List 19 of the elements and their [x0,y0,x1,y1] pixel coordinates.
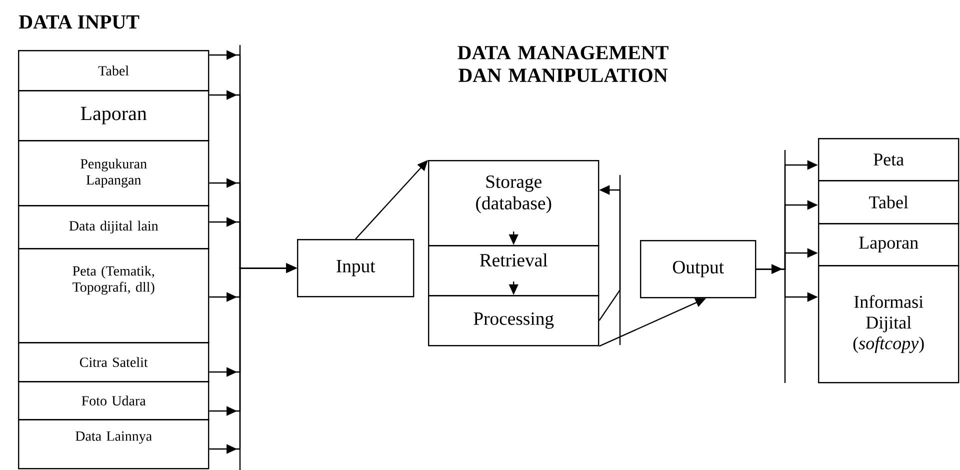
output-box: Informasi Dijital (softcopy) [818,265,960,384]
output-box: Tabel [818,180,960,224]
process-box: Output [640,240,756,298]
input-box: Laporan [18,90,210,142]
heading: DATA MANAGEMENT DAN MANIPULATION [458,46,668,82]
input-box: Foto Udara [18,381,210,420]
input-box: Citra Satelit [18,342,210,382]
process-box: Storage (database) [428,160,600,246]
process-box: Processing [428,294,600,346]
process-box: Input [297,239,414,298]
output-box: Laporan [818,223,960,266]
heading: DATA INPUT [18,15,140,29]
input-box: Pengukuran Lapangan [18,140,210,206]
process-box: Retrieval [428,245,600,296]
output-box: Peta [818,138,960,182]
input-box: Peta (Tematik, Topografi, dll) [18,248,210,344]
input-box: Data dijital lain [18,205,210,250]
input-box: Data Lainnya [18,418,210,470]
input-box: Tabel [18,50,210,92]
